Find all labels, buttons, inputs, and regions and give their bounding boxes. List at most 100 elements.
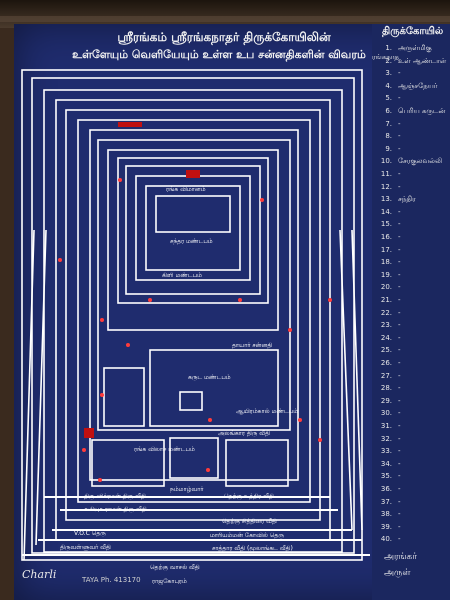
index-row: 30.-: [372, 409, 450, 417]
index-number: 33.: [380, 447, 392, 456]
index-number: 38.: [380, 510, 392, 519]
index-row: 22.-: [372, 309, 450, 317]
index-row: 28.-: [372, 384, 450, 392]
index-label: -: [398, 497, 401, 506]
index-label: -: [398, 510, 401, 519]
garuda-mandapam: [149, 349, 279, 427]
index-number: 13.: [380, 195, 392, 204]
index-number: 11.: [380, 170, 392, 178]
index-label: -: [398, 485, 401, 493]
outer-wall-7: [21, 69, 363, 561]
index-row: 33.-: [372, 447, 450, 455]
map-subtitle: உள்ளேயும் வெளியேயும் உள்ள உப சன்னதிகளின்…: [72, 48, 366, 61]
label-ranga-vimanam: ரங்க விமானம்: [166, 186, 206, 193]
index-label: -: [398, 170, 401, 178]
index-number: 39.: [380, 522, 392, 531]
index-label: -: [398, 535, 401, 544]
index-row: 26.-: [372, 359, 450, 367]
index-number: 4.: [385, 81, 392, 90]
index-row: 9.-: [372, 145, 450, 153]
sanctum: [155, 195, 231, 233]
index-row: 25.-: [372, 346, 450, 354]
index-label: -: [398, 220, 401, 229]
index-row: 11.-: [372, 170, 450, 178]
label-kili-mandapam: கிளி மண்டபம்: [162, 272, 202, 279]
index-label: -: [398, 346, 401, 355]
index-label: பெரிய கருடன்: [398, 107, 446, 115]
wall-1: [145, 185, 241, 271]
index-label: -: [398, 359, 401, 367]
index-row: 36.-: [372, 485, 450, 493]
label-thiruvalluvar: திருவள்ளுவர் வீதி: [60, 544, 111, 551]
wall-3: [107, 149, 279, 331]
label-thayar: தாயார் சன்னதி: [232, 342, 273, 349]
index-number: 5.: [385, 94, 392, 103]
index-label: -: [398, 409, 401, 418]
index-row: 27.-: [372, 372, 450, 380]
index-row: 37.-: [372, 498, 450, 506]
label-raja-gopuram: ராஜகோபுரம்: [152, 578, 187, 585]
index-number: 12.: [380, 182, 392, 191]
index-number: 35.: [380, 472, 392, 481]
index-label: -: [398, 283, 401, 292]
label-ranga-vilasa: ரங்க விலாச மண்டபம்: [134, 446, 195, 453]
index-row: 18.-: [372, 258, 450, 266]
wall-2: [125, 165, 261, 295]
label-sathara-veedhi: சாத்தார வீதி (மூலாங்கட வீதி): [212, 545, 293, 552]
index-number: 34.: [380, 459, 392, 468]
index-number: 31.: [380, 422, 392, 430]
index-label: -: [398, 270, 401, 279]
index-label: -: [398, 132, 401, 141]
index-row: 20.-: [372, 283, 450, 291]
index-label: -: [398, 258, 401, 267]
index-label: அருள்மிகு ரங்கநாத: [372, 44, 432, 61]
label-therku-chithirai: தெற்கு சித்திரை வீதி: [222, 518, 277, 525]
index-row: 32.-: [372, 435, 450, 443]
index-row: 2.உள் ஆண்டாள்: [372, 57, 450, 66]
index-number: 24.: [380, 333, 392, 342]
index-row: 13.சந்திர: [372, 195, 450, 204]
index-number: 7.: [385, 119, 392, 128]
index-row: 1.அருள்மிகு ரங்கநாத: [372, 44, 450, 62]
label-chandra-mandapam: சந்தர மண்டபம்: [170, 238, 213, 245]
index-label: -: [398, 296, 401, 304]
index-panel: [372, 24, 450, 600]
index-row: 23.-: [372, 321, 450, 329]
index-number: 30.: [380, 409, 392, 418]
index-label: ஆஞ்சநேயர்: [398, 81, 438, 90]
label-therku-vaasal: தெற்கு வாசல் வீதி: [150, 564, 200, 571]
index-label: -: [398, 69, 401, 78]
index-footer-line1: அரங்கர்: [384, 552, 417, 562]
index-row: 15.-: [372, 220, 450, 228]
index-row: 7.-: [372, 120, 450, 128]
label-alangar-veedhi: அலங்கார திரு வீதி: [218, 430, 270, 437]
index-label: -: [398, 459, 401, 468]
index-row: 12.-: [372, 183, 450, 191]
index-number: 17.: [380, 245, 392, 254]
index-row: 29.-: [372, 397, 450, 405]
index-label: -: [398, 472, 401, 481]
shrine-marker: [84, 428, 94, 438]
index-label: -: [398, 333, 401, 342]
index-row: 31.-: [372, 422, 450, 430]
index-number: 19.: [380, 270, 392, 279]
label-mariamman: மாரியம்மன் கோவில் தெரு: [210, 532, 284, 539]
index-label: -: [398, 422, 401, 430]
index-number: 23.: [380, 321, 392, 330]
index-label: -: [398, 447, 401, 456]
label-kaliyuga-raman: கலியுக ராமன் திரு வீதி: [84, 506, 147, 513]
label-therku-uthira: தெற்கு உத்திர வீதி: [224, 493, 274, 500]
shrine-marker: [118, 122, 142, 127]
ceiling: [0, 0, 450, 28]
index-label: -: [398, 207, 401, 216]
index-row: 5.-: [372, 94, 450, 102]
index-label: -: [398, 94, 401, 103]
index-row: 8.-: [372, 132, 450, 140]
index-row: 35.-: [372, 472, 450, 480]
index-label: -: [398, 522, 401, 531]
label-voc-street: V.O.C தெரு: [74, 530, 106, 537]
index-number: 28.: [380, 384, 392, 393]
index-row: 19.-: [372, 271, 450, 279]
index-label: -: [398, 182, 401, 191]
